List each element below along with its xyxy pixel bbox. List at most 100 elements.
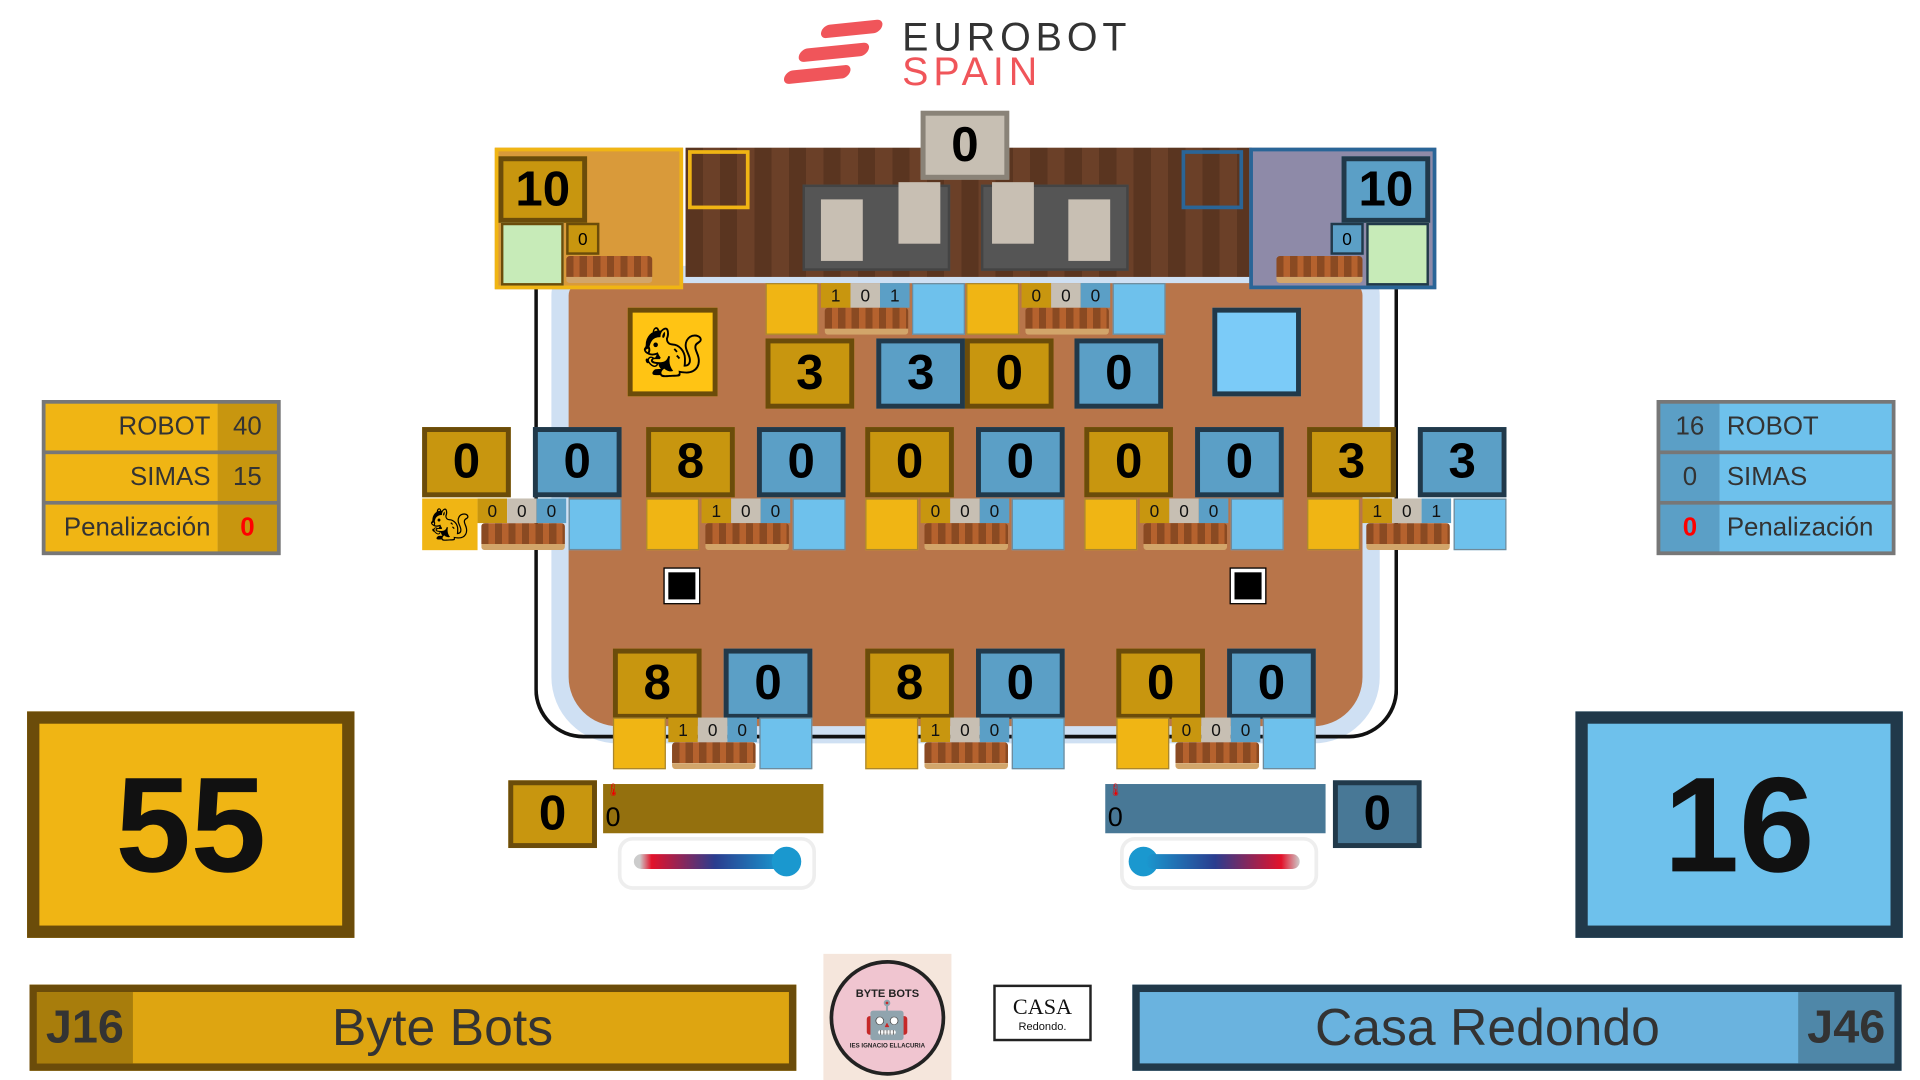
blue-drop-zone [912, 283, 965, 335]
stat-label: SIMAS [45, 454, 218, 501]
nut-crate-icon [1276, 256, 1363, 284]
yellow-drop-zone [612, 717, 666, 770]
logo-spain-text: SPAIN [902, 49, 1043, 94]
stack-block [992, 182, 1034, 244]
penalty-value: 0 [217, 504, 277, 552]
middle-score-yellow: 0 [1084, 427, 1173, 498]
nut-crate-icon [566, 256, 653, 284]
stack-block [1068, 199, 1111, 261]
bottom-score-blue: 0 [723, 648, 813, 719]
nut-crate-icon [924, 523, 1009, 551]
yellow-thermo-bar: 🌡 0 [603, 784, 824, 834]
stat-value: 40 [217, 403, 277, 451]
aruco-marker [1229, 567, 1267, 605]
yellow-team-code: J16 [36, 992, 133, 1064]
center-top-score: 0 [920, 110, 1010, 180]
zone-counter: 0 [477, 498, 508, 524]
zone-counter: 1 [1421, 498, 1452, 524]
zone-counter: 0 [1169, 498, 1199, 524]
nut-crate-icon [924, 742, 1009, 770]
casa-logo-sub: Redondo. [1018, 1019, 1067, 1033]
top-score-yellow: 3 [765, 338, 855, 409]
yellow-team-bar: J16 Byte Bots [29, 984, 797, 1071]
yellow-drop-zone [865, 717, 919, 770]
zone-counter: 0 [979, 498, 1010, 524]
zone-counter: 0 [1051, 283, 1081, 308]
blue-drop-zone [1011, 717, 1065, 770]
nut-crate-icon [1175, 742, 1260, 770]
byte-bots-logo-text: BYTE BOTS [855, 986, 920, 999]
blue-total-score: 16 [1575, 711, 1903, 938]
yellow-start-zone [688, 150, 750, 210]
zone-counter: 0 [731, 498, 761, 524]
zone-counter: 0 [950, 717, 980, 743]
yellow-drop-zone [966, 283, 1020, 335]
thermometer-icon: 🌡 [605, 784, 622, 798]
nest-icon [1366, 222, 1429, 286]
middle-score-yellow: 3 [1307, 427, 1396, 498]
byte-bots-logo: BYTE BOTS 🤖 IES IGNACIO ELLACURIA [823, 953, 952, 1080]
blue-drop-zone [1112, 283, 1166, 335]
zone-counter: 0 [1171, 717, 1202, 743]
zone-counter: 0 [850, 283, 881, 308]
penalty-value: 0 [1660, 504, 1720, 552]
blue-nest-score: 10 [1341, 156, 1431, 223]
blue-drop-zone [1011, 498, 1065, 551]
nut-crate-icon [824, 307, 909, 335]
zone-counter: 1 [701, 498, 732, 524]
zone-counter: 0 [1230, 717, 1261, 743]
nut-crate-icon [672, 742, 756, 770]
yellow-drop-zone [1307, 498, 1361, 551]
blue-thermo-score: 0 [1332, 780, 1422, 849]
stat-label: ROBOT [1719, 403, 1892, 451]
zone-counter: 0 [920, 498, 951, 524]
yellow-drop-zone [865, 498, 919, 551]
zone-counter: 0 [1139, 498, 1170, 524]
zone-counter: 1 [1362, 498, 1393, 524]
zone-counter: 0 [1198, 498, 1229, 524]
casa-logo-text: CASA [1012, 993, 1073, 1019]
nut-crate-icon [481, 523, 565, 551]
byte-bots-logo-sub: IES IGNACIO ELLACURIA [849, 1041, 926, 1050]
yellow-team-name: Byte Bots [331, 998, 554, 1057]
zone-counter: 1 [820, 283, 851, 308]
blue-drop-zone [568, 498, 622, 551]
bottom-score-yellow: 8 [865, 648, 954, 719]
blue-team-name: Casa Redondo [1314, 998, 1660, 1057]
nut-crate-icon [1025, 307, 1109, 335]
bottom-score-yellow: 0 [1116, 648, 1205, 719]
blue-thermo-bar: 🌡 0 [1105, 784, 1326, 834]
blue-drop-zone [759, 717, 813, 770]
nut-crate-icon [705, 523, 789, 551]
logo-eurobot-text: EUROBOT [902, 14, 1132, 60]
zone-counter: 1 [880, 283, 910, 308]
zone-counter: 1 [920, 717, 951, 743]
yellow-drop-zone [646, 498, 700, 551]
squirrel-icon: 🐿 [422, 498, 478, 551]
stat-label: SIMAS [1719, 454, 1892, 501]
yellow-drop-zone [1084, 498, 1138, 551]
yellow-nest-count: 0 [566, 222, 600, 255]
blue-drop-zone [1262, 717, 1316, 770]
top-score-blue: 0 [1074, 338, 1164, 409]
stack-block [820, 199, 863, 261]
middle-score-blue: 3 [1417, 427, 1507, 498]
zone-counter: 0 [1021, 283, 1052, 308]
casa-redondo-logo: CASA Redondo. [993, 984, 1092, 1042]
yellow-drop-zone [765, 283, 819, 335]
yellow-nest-score: 10 [498, 156, 588, 223]
stat-value: 15 [217, 454, 277, 501]
zone-counter: 0 [536, 498, 567, 524]
zone-counter: 0 [979, 717, 1010, 743]
zone-counter: 0 [1080, 283, 1111, 308]
middle-score-blue: 0 [756, 427, 846, 498]
blue-thermometer [1120, 836, 1319, 890]
top-score-blue: 3 [876, 338, 965, 409]
nut-crate-icon [1366, 523, 1450, 551]
